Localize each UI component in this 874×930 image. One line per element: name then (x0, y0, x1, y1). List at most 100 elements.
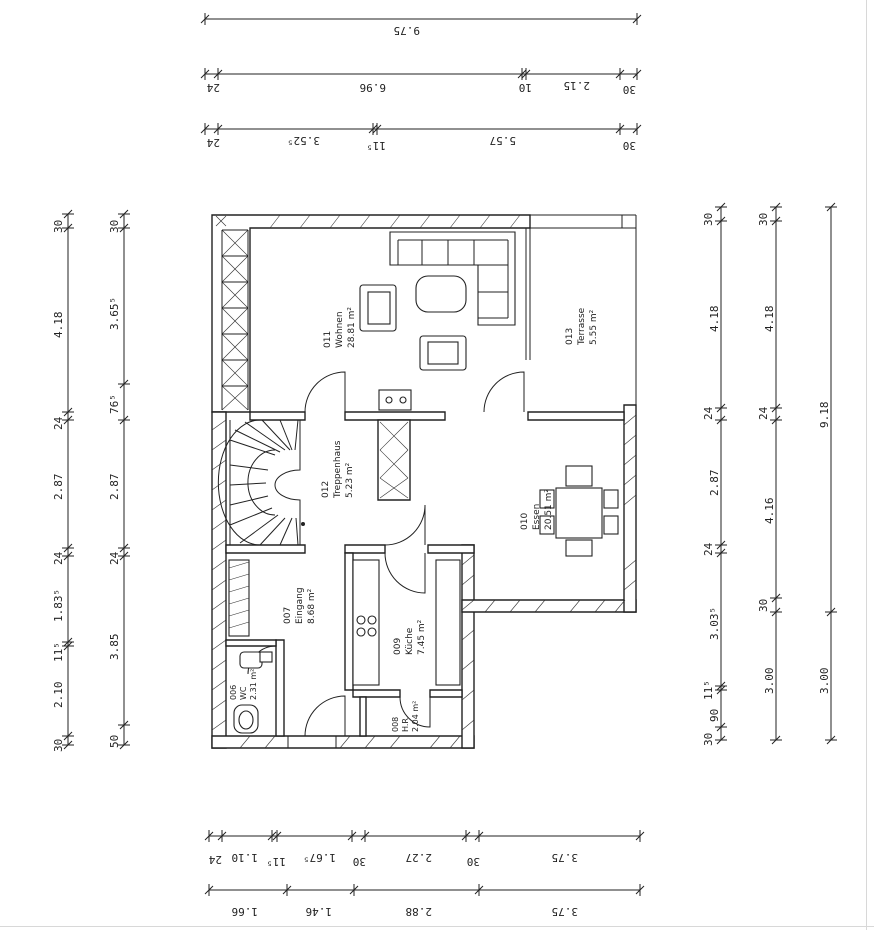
room-number-wohnen: 011 (323, 331, 333, 348)
room-label-terrasse: 013 Terrasse 5.55 m² (565, 307, 599, 346)
dim-right2-4: 30 (757, 599, 770, 612)
dim-top3-3: 5.57 (490, 134, 517, 147)
dim-bot1-4: 30 (353, 855, 366, 868)
dim-right1-5: 3.03⁵ (708, 607, 721, 640)
dim-bot1-1: 1.10 (232, 851, 259, 864)
dim-right2-0: 30 (757, 213, 770, 226)
dim-left2-1: 3.65⁵ (108, 297, 121, 330)
dim-right1-6: 11⁵ (702, 680, 715, 700)
dim-bot2-2: 2.88 (406, 905, 433, 918)
dim-right1-3: 2.87 (708, 470, 721, 497)
dim-left2-6: 50 (108, 735, 121, 748)
dining-furniture (539, 465, 619, 557)
wardrobe (228, 559, 250, 637)
dim-bot1-3: 1.67⁵ (303, 851, 336, 864)
dim-bot1-5: 2.27 (406, 851, 433, 864)
doors (247, 371, 525, 749)
dim-bot2-1: 1.46 (306, 905, 333, 918)
dim-right1-4: 24 (702, 542, 715, 556)
right-dimension-chain-1: 30 4.18 24 2.87 24 3.03⁵ 11⁵ 90 30 (702, 202, 727, 746)
room-label-hr: 008 H.R. 2.04 m² (391, 701, 420, 732)
dim-bot2-0: 1.66 (232, 905, 259, 918)
dim-left2-2: 76⁵ (108, 394, 121, 414)
dim-right1-2: 24 (702, 406, 715, 420)
right-dimension-chain-2: 30 4.18 24 4.16 30 3.00 (757, 202, 782, 745)
room-number-kueche: 009 (393, 638, 403, 655)
dim-left1-5: 1.83⁵ (52, 589, 65, 622)
room-label-wohnen: 011 Wohnen 28.81 m² (323, 307, 357, 348)
room-area-treppenhaus: 5.23 m² (345, 462, 355, 498)
top-dimension-chain-3: 24 3.52⁵ 11⁵ 5.57 30 (200, 123, 642, 152)
left-dimension-chain-1: 30 4.18 24 2.87 24 1.83⁵ 11⁵ 2.10 30 (52, 209, 74, 752)
dim-bot1-2: 11⁵ (266, 855, 286, 868)
dim-top2-2: 10 (519, 81, 532, 94)
dim-top3-1: 3.52⁵ (287, 134, 320, 147)
dim-top3-4: 30 (623, 139, 636, 152)
dim-right3-1: 3.00 (818, 668, 831, 695)
room-number-hr: 008 (391, 717, 400, 732)
staircase (217, 419, 305, 546)
dim-left1-8: 30 (52, 739, 65, 752)
dim-right1-1: 4.18 (708, 306, 721, 333)
room-name-wohnen: Wohnen (335, 311, 345, 348)
bottom-dimension-chain-2: 1.66 1.46 2.88 3.75 (204, 884, 645, 918)
room-name-essen: Essen (532, 504, 542, 530)
dim-left1-4: 24 (52, 551, 65, 565)
dim-left1-6: 11⁵ (52, 642, 65, 662)
room-name-treppenhaus: Treppenhaus (333, 440, 343, 499)
dim-left2-4: 24 (108, 551, 121, 565)
dim-right2-3: 4.16 (763, 498, 776, 525)
left-dimension-chain-2: 30 3.65⁵ 76⁵ 2.87 24 3.85 50 (108, 209, 130, 750)
right-dimension-chain-3: 9.18 3.00 (818, 202, 837, 745)
kitchen-furniture (352, 559, 461, 686)
dim-top3-2: 11⁵ (366, 139, 386, 152)
dim-right1-0: 30 (702, 213, 715, 226)
dim-right1-7: 90 (708, 709, 721, 722)
dim-bot1-7: 3.75 (552, 851, 579, 864)
room-number-essen: 010 (520, 513, 530, 530)
dim-left2-0: 30 (108, 220, 121, 233)
dim-left1-2: 24 (52, 416, 65, 430)
dim-left1-7: 2.10 (52, 682, 65, 709)
dim-left1-1: 4.18 (52, 312, 65, 339)
dim-top3-0: 24 (206, 136, 220, 149)
living-furniture (359, 231, 516, 371)
dim-left2-3: 2.87 (108, 474, 121, 501)
dim-top2-4: 30 (623, 83, 636, 96)
bottom-dimension-chain-1: 24 1.10 11⁵ 1.67⁵ 30 2.27 30 3.75 (204, 830, 645, 868)
room-number-terrasse: 013 (565, 328, 575, 345)
dim-bot2-3: 3.75 (552, 905, 579, 918)
room-label-essen: 010 Essen 20.51 m² (520, 489, 554, 530)
dim-right3-0: 9.18 (818, 402, 831, 429)
room-label-kueche: 009 Küche 7.45 m² (393, 619, 427, 655)
dim-left1-3: 2.87 (52, 474, 65, 501)
room-area-wohnen: 28.81 m² (347, 307, 357, 348)
room-name-wc: WC (239, 686, 248, 700)
room-area-kueche: 7.45 m² (417, 619, 427, 655)
room-area-terrasse: 5.55 m² (589, 309, 599, 345)
dim-right1-8: 30 (702, 733, 715, 746)
scan-bottom-edge (0, 926, 874, 927)
room-number-eingang: 007 (283, 607, 293, 624)
room-label-eingang: 007 Eingang 8.68 m² (283, 587, 317, 624)
dim-right2-1: 4.18 (763, 306, 776, 333)
room-name-eingang: Eingang (295, 587, 305, 624)
dim-top1-0: 9.75 (394, 24, 421, 37)
room-name-kueche: Küche (405, 627, 415, 655)
building-outline (211, 214, 637, 749)
dim-bot1-0: 24 (208, 853, 222, 866)
dim-left2-5: 3.85 (108, 634, 121, 661)
room-number-treppenhaus: 012 (321, 481, 331, 498)
scan-right-edge (866, 0, 867, 930)
room-label-treppenhaus: 012 Treppenhaus 5.23 m² (321, 440, 355, 499)
dim-top2-0: 24 (206, 81, 220, 94)
dim-bot1-6: 30 (467, 855, 480, 868)
top-dimension-chain-1: 9.75 (200, 13, 642, 37)
room-name-terrasse: Terrasse (577, 307, 587, 346)
dim-top2-1: 6.96 (360, 81, 387, 94)
room-area-eingang: 8.68 m² (307, 588, 317, 624)
dim-right2-5: 3.00 (763, 668, 776, 695)
room-area-essen: 20.51 m² (544, 489, 554, 530)
dim-left1-0: 30 (52, 220, 65, 233)
